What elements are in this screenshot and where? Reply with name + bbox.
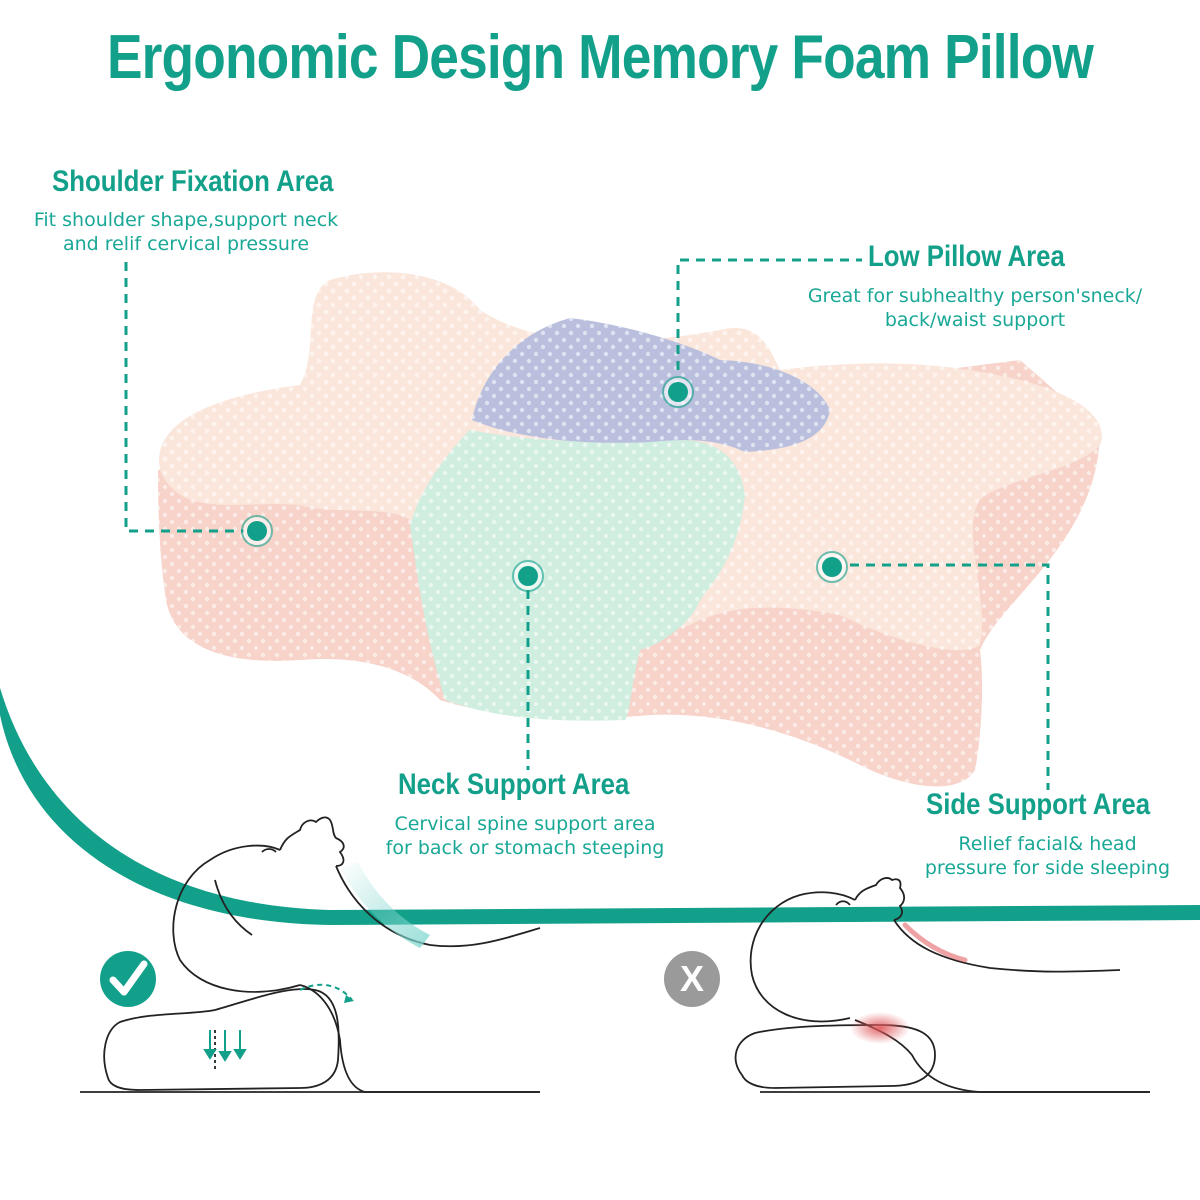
shoulder-area-title: Shoulder Fixation Area <box>52 165 334 198</box>
neck-area-line1: Cervical spine support area <box>394 813 656 835</box>
page-title: Ergonomic Design Memory Foam Pillow <box>106 23 1094 92</box>
pain-spot-back <box>850 1012 910 1044</box>
side-area-desc: Relief facial& head pressure for side sl… <box>905 832 1190 880</box>
side-area-title: Side Support Area <box>926 788 1151 821</box>
low-area-line2: back/waist support <box>884 309 1066 331</box>
low-area-title: Low Pillow Area <box>868 240 1065 273</box>
low-area-desc: Great for subhealthy person'sneck/ back/… <box>790 284 1160 332</box>
pain-spot-neck <box>902 922 968 963</box>
pressure-arrows <box>203 1030 247 1062</box>
leader-lines <box>124 258 1050 790</box>
neck-area-desc: Cervical spine support area for back or … <box>355 812 695 860</box>
check-icon <box>100 951 156 1007</box>
shoulder-area-line1: Fit shoulder shape,support neck <box>33 209 339 231</box>
side-area-line2: pressure for side sleeping <box>924 857 1171 879</box>
shoulder-area-desc: Fit shoulder shape,support neck and reli… <box>18 208 354 256</box>
side-area-line1: Relief facial& head <box>958 833 1137 855</box>
cross-badge-text: X <box>679 958 704 999</box>
marker-dots <box>241 376 848 592</box>
low-area-line1: Great for subhealthy person'sneck/ <box>807 285 1143 307</box>
neck-area-line2: for back or stomach steeping <box>385 837 665 859</box>
neck-airflow <box>340 862 430 948</box>
shoulder-area-line2: and relif cervical pressure <box>62 233 310 255</box>
neck-area-title: Neck Support Area <box>398 768 630 801</box>
correct-posture-illustration <box>80 816 541 1093</box>
cross-icon <box>664 951 720 1007</box>
